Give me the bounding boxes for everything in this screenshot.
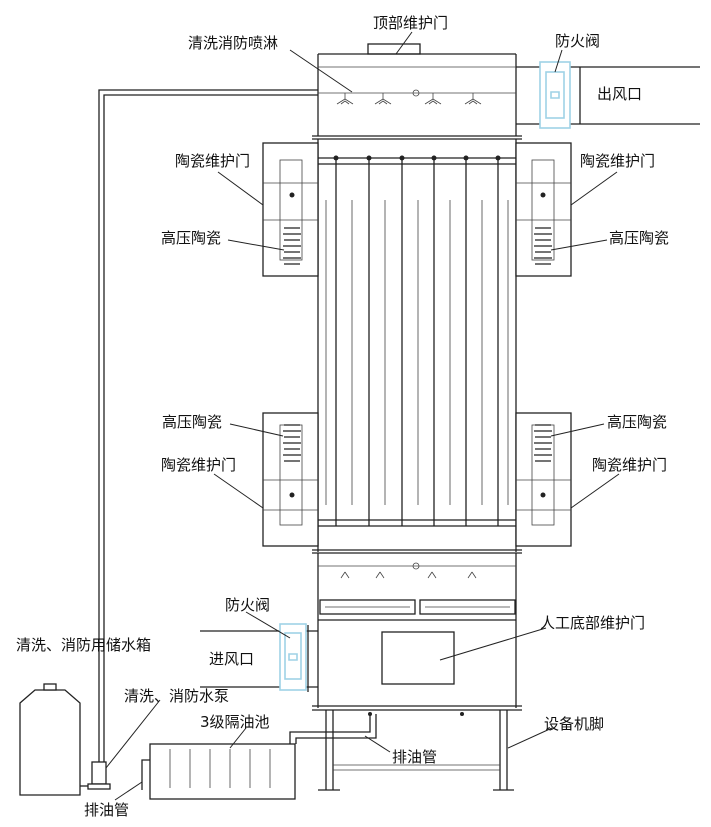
water-pump-icon [80, 761, 111, 790]
label-top-door: 顶部维护门 [373, 14, 449, 32]
ceramic-box-bl [262, 412, 319, 547]
equipment-legs [318, 710, 514, 791]
label-hv-ceramic-br: 高压陶瓷 [607, 413, 668, 431]
label-equipment-foot: 设备机脚 [544, 715, 605, 733]
label-water-pump: 清洗、消防水泵 [124, 687, 230, 705]
label-spray: 清洗消防喷淋 [188, 34, 279, 52]
label-ceramic-door-tr: 陶瓷维护门 [580, 152, 656, 170]
label-drain-pipe-left: 排油管 [84, 801, 130, 819]
spray-valve-icon [412, 89, 420, 97]
top-door-hatch [367, 43, 421, 55]
label-fire-valve-bottom: 防火阀 [225, 596, 271, 614]
ceramic-box-tl [262, 142, 319, 277]
ceramic-box-tr [515, 142, 572, 277]
outlet-duct [516, 61, 700, 129]
label-oil-sep: 3级隔油池 [200, 713, 270, 731]
hv-ceramic-bl-icon [283, 424, 301, 462]
water-tank [19, 683, 81, 796]
electrode-rods [333, 155, 501, 526]
label-hv-ceramic-tl: 高压陶瓷 [161, 229, 222, 247]
lower-section [312, 553, 522, 711]
label-hv-ceramic-tr: 高压陶瓷 [609, 229, 670, 247]
label-fire-valve-top: 防火阀 [555, 32, 601, 50]
main-body [312, 139, 522, 554]
bottom-door [381, 631, 455, 685]
drain-pipes [289, 714, 377, 744]
hv-ceramic-tr-icon [534, 227, 552, 265]
label-bottom-door: 人工底部维护门 [540, 614, 646, 632]
label-drain-pipe-mid: 排油管 [392, 748, 438, 766]
label-inlet: 进风口 [209, 650, 255, 668]
label-ceramic-door-tl: 陶瓷维护门 [175, 152, 251, 170]
collector-plates [325, 200, 509, 505]
hv-ceramic-tl-icon [283, 227, 301, 265]
label-water-tank: 清洗、消防用储水箱 [16, 636, 152, 654]
water-pipe [98, 89, 318, 762]
hv-ceramic-br-icon [534, 424, 552, 462]
label-ceramic-door-bl: 陶瓷维护门 [161, 456, 237, 474]
label-hv-ceramic-bl: 高压陶瓷 [162, 413, 223, 431]
label-ceramic-door-br: 陶瓷维护门 [592, 456, 668, 474]
spray-nozzles [336, 93, 482, 105]
label-outlet: 出风口 [597, 85, 643, 103]
ceramic-box-br [515, 412, 572, 547]
oil-separator [141, 743, 296, 800]
top-section [312, 43, 522, 140]
leader-lines [105, 31, 620, 801]
